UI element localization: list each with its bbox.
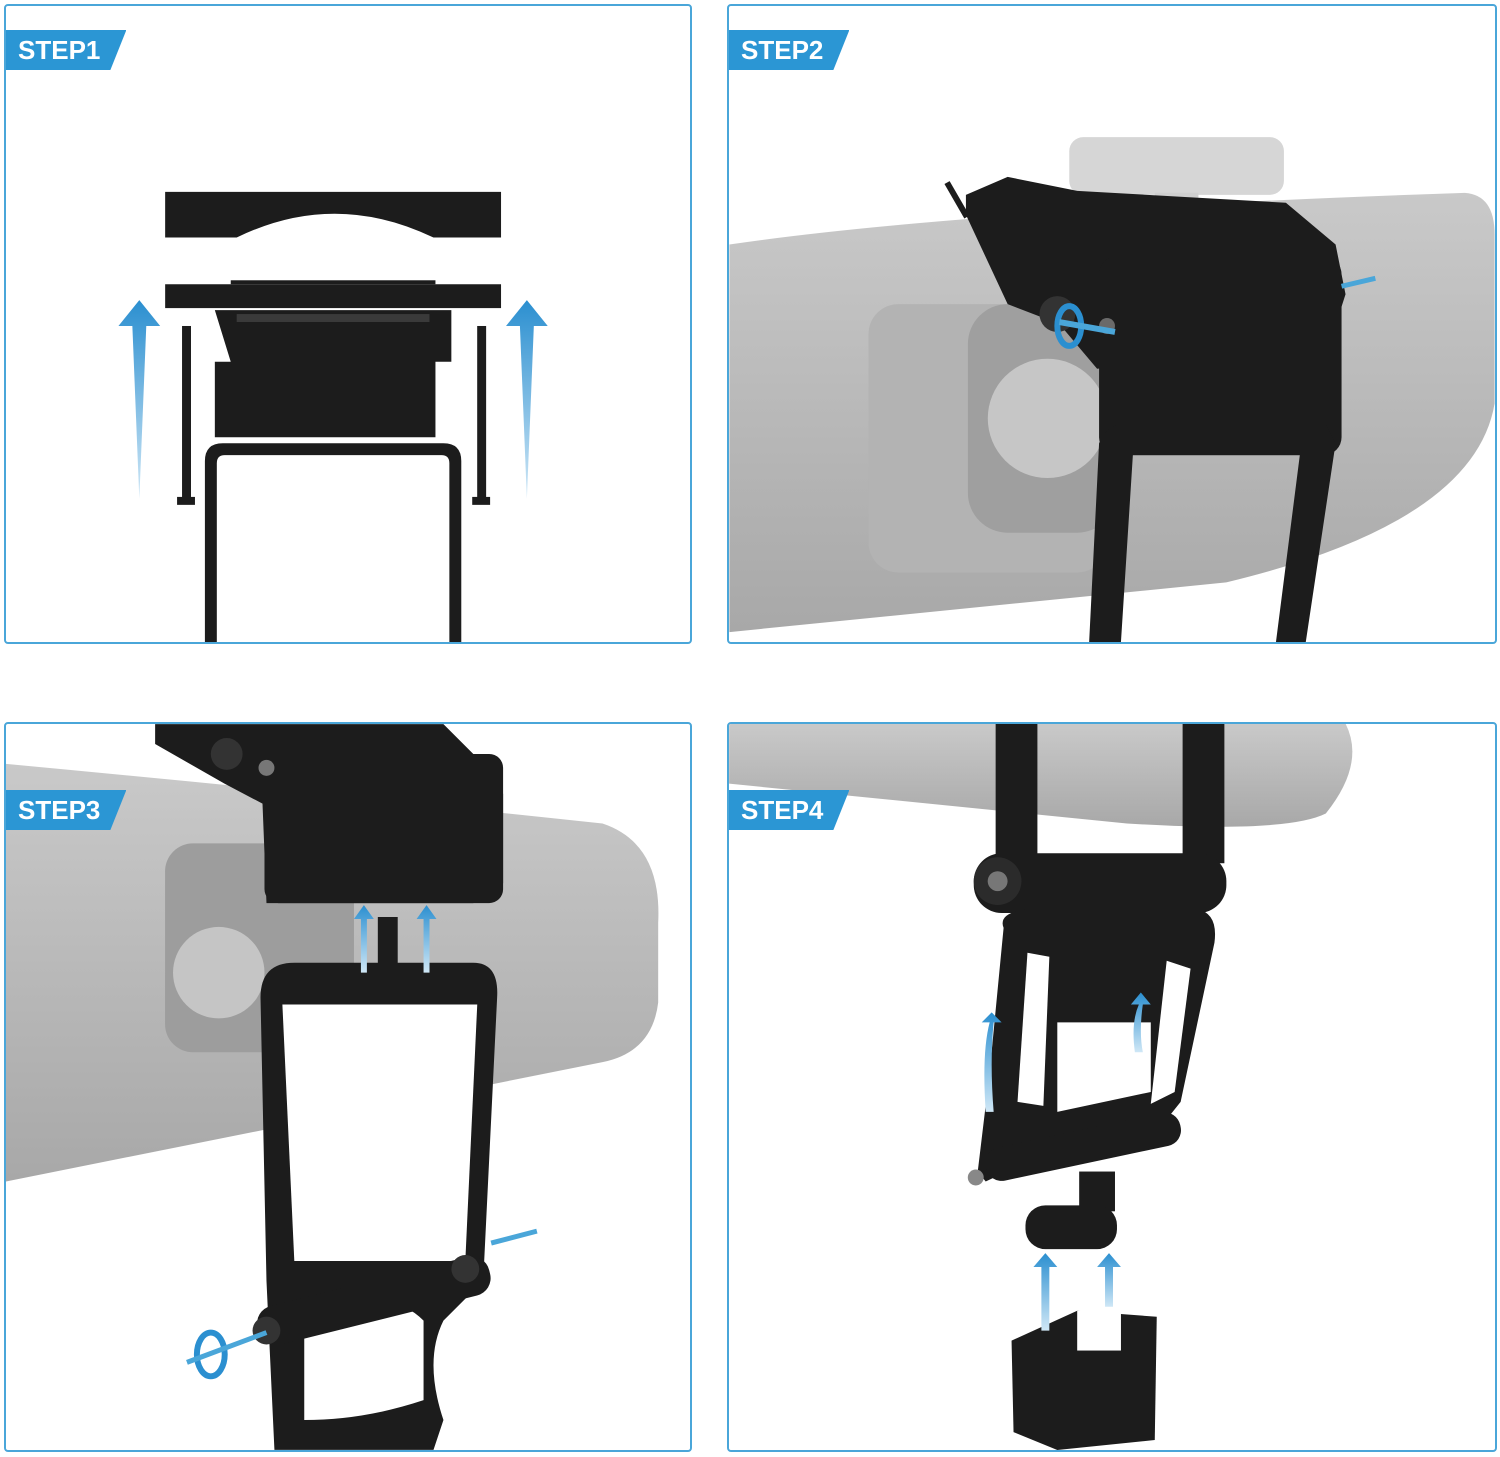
step4-illustration [729, 724, 1353, 1450]
step-badge: STEP4 [729, 790, 849, 830]
up-arrow-icon [1130, 992, 1151, 1053]
step3-panel: STEP3 [4, 722, 692, 1452]
insert-arrow-icon [490, 1228, 538, 1246]
up-arrow-icon [981, 1012, 1002, 1112]
insert-arrow-icon [1340, 275, 1376, 289]
rotate-arrow-icon [186, 1329, 268, 1380]
up-arrow-icon [353, 905, 374, 973]
step4-panel: STEP4 [727, 722, 1497, 1452]
up-arrow-icon [416, 905, 437, 973]
step-badge: STEP1 [6, 30, 126, 70]
rotate-arrow-icon [1054, 303, 1116, 349]
step-badge: STEP2 [729, 30, 849, 70]
step-badge: STEP3 [6, 790, 126, 830]
step1-panel: STEP1 [4, 4, 692, 644]
step1-illustration [118, 191, 548, 642]
up-arrow-icon [118, 300, 161, 499]
up-arrow-icon [1033, 1253, 1058, 1331]
step3-illustration [6, 724, 659, 1450]
step2-panel: STEP2 [727, 4, 1497, 644]
up-arrow-icon [506, 300, 548, 499]
step2-illustration [729, 137, 1495, 642]
up-arrow-icon [1097, 1253, 1121, 1307]
